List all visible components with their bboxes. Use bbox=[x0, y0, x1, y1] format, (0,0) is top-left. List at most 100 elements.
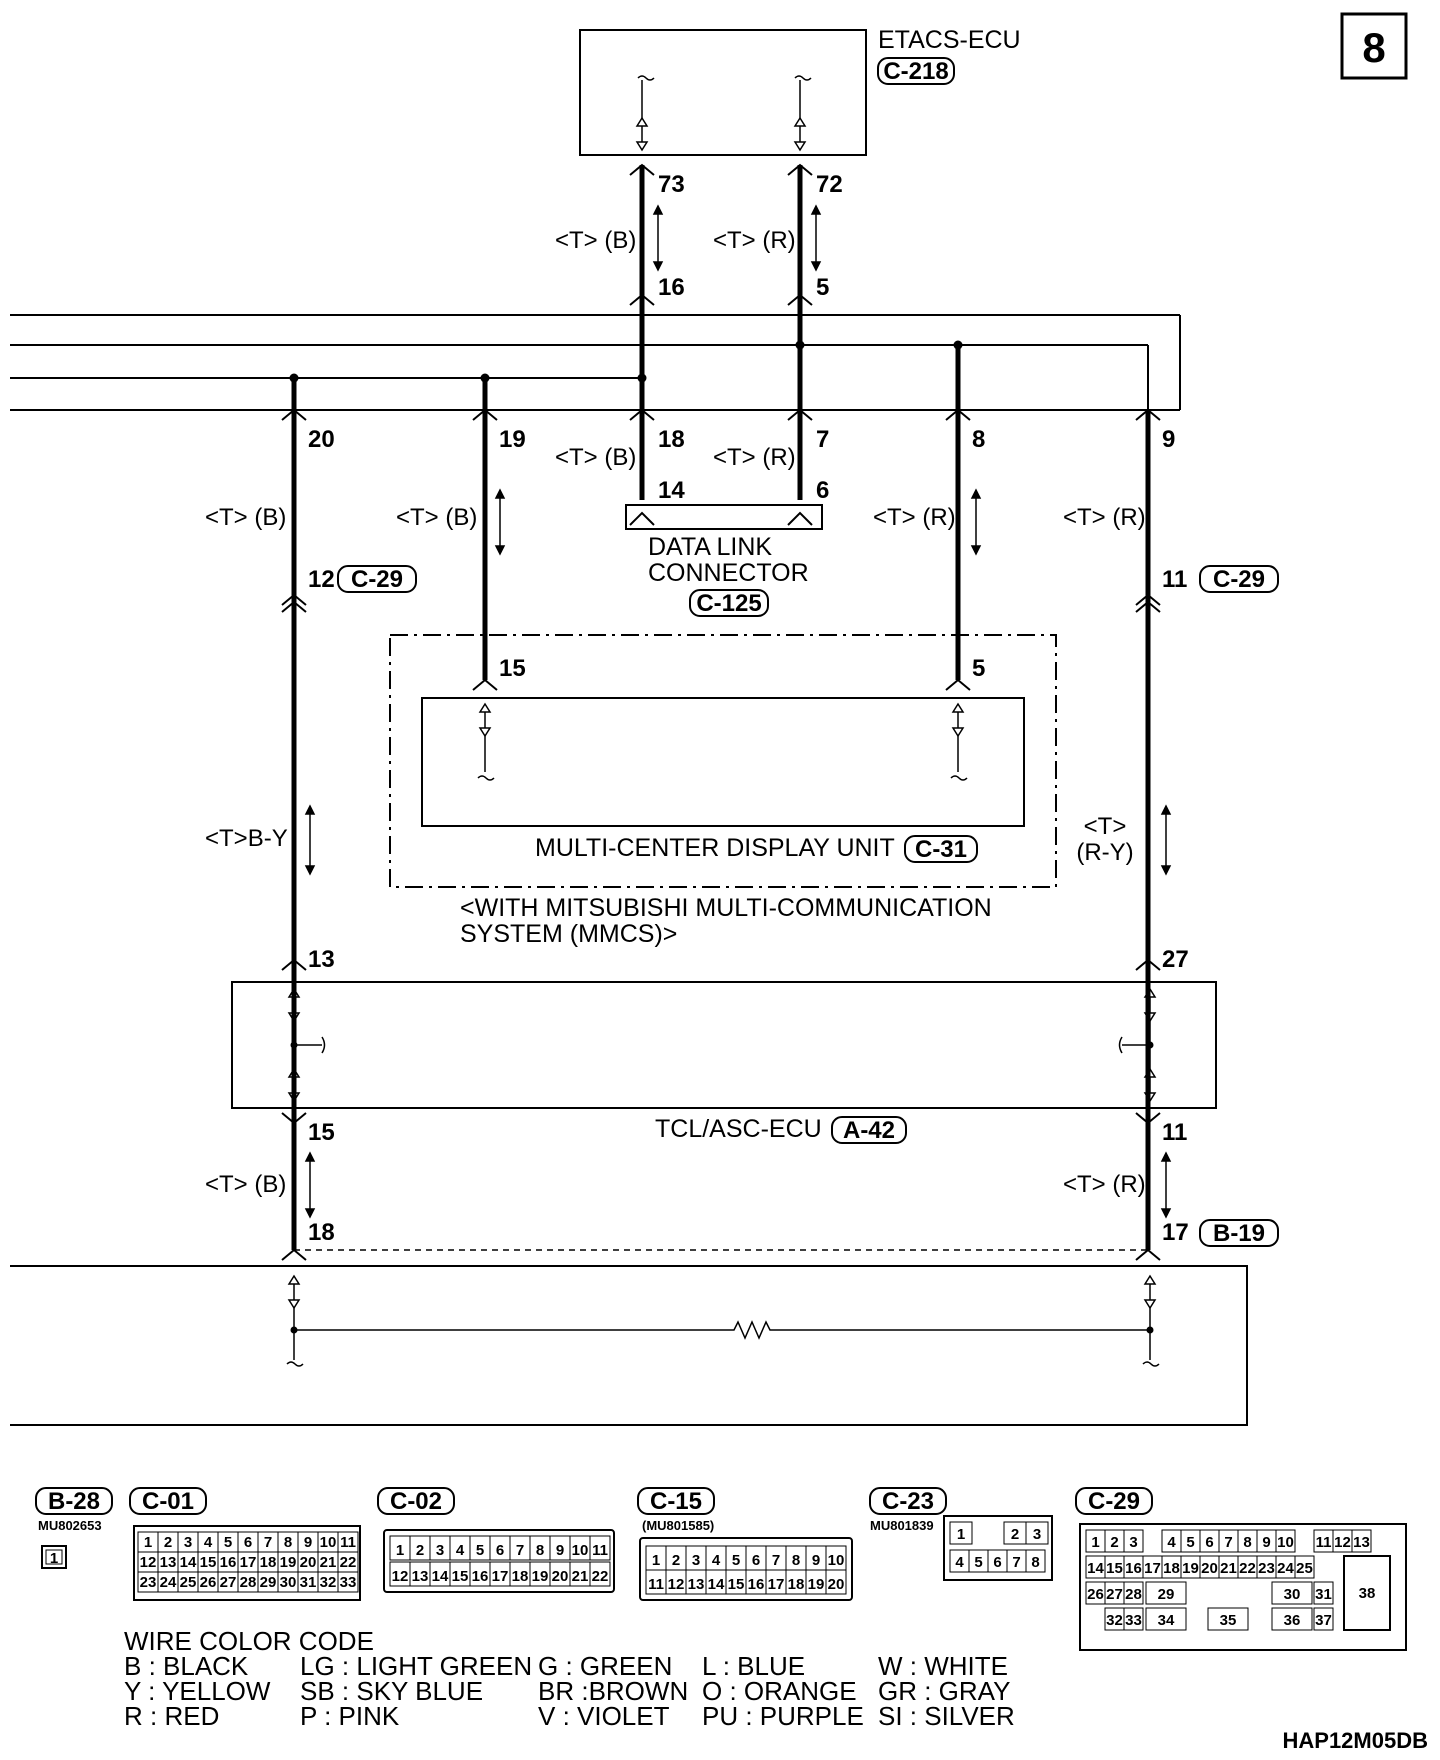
connector-b28: B-28 MU802653 1 bbox=[35, 1487, 113, 1569]
c01-pin-20: 20 bbox=[300, 1554, 317, 1571]
diagram-code: HAP12M05DB bbox=[1283, 1728, 1429, 1753]
svg-text:(MU801585): (MU801585) bbox=[642, 1518, 714, 1533]
c23-pin-3: 3 bbox=[1033, 1526, 1041, 1543]
c01-pin-24: 24 bbox=[160, 1574, 177, 1591]
c15-pin-20: 20 bbox=[828, 1576, 845, 1593]
c01-pin-32: 32 bbox=[320, 1574, 337, 1591]
direction-arrows bbox=[304, 204, 1172, 1219]
tcl-label: TCL/ASC-ECU bbox=[655, 1115, 822, 1143]
c15-pin-19: 19 bbox=[808, 1576, 825, 1593]
c01-pin-27: 27 bbox=[220, 1574, 237, 1591]
c02-pin-15: 15 bbox=[452, 1568, 469, 1585]
c02-pin-12: 12 bbox=[392, 1568, 409, 1585]
c01-pin-14: 14 bbox=[180, 1554, 197, 1571]
c01-pin-9: 9 bbox=[304, 1534, 312, 1551]
pin-tcl-15: 15 bbox=[308, 1119, 335, 1146]
c15-pin-4: 4 bbox=[712, 1552, 721, 1569]
svg-text:C-15: C-15 bbox=[650, 1488, 702, 1515]
legend-entry: P : PINK bbox=[300, 1701, 400, 1731]
c02-pin-16: 16 bbox=[472, 1568, 489, 1585]
pin-tcl-11: 11 bbox=[1162, 1119, 1187, 1146]
wire-color-tr-1: <T> (R) bbox=[713, 227, 796, 254]
c01-pin-12: 12 bbox=[140, 1554, 157, 1571]
tcl-connector-tag: A-42 bbox=[843, 1117, 895, 1144]
c01-pin-18: 18 bbox=[260, 1554, 277, 1571]
pin-7: 7 bbox=[816, 426, 829, 453]
terminating-resistor-icon bbox=[294, 1320, 1150, 1340]
c29-pin-24: 24 bbox=[1277, 1560, 1294, 1577]
mcdu-label: MULTI-CENTER DISPLAY UNIT bbox=[535, 834, 895, 862]
inline-connector-tags: C-29 C-29 B-19 bbox=[337, 565, 1279, 1247]
wire-color-tb-5: <T> (B) bbox=[205, 1171, 286, 1198]
c01-pin-33: 33 bbox=[340, 1574, 357, 1591]
etacs-connector-tag: C-218 bbox=[883, 58, 948, 85]
c29-pin-17: 17 bbox=[1144, 1560, 1161, 1577]
c01-pin-13: 13 bbox=[160, 1554, 177, 1571]
svg-text:MU802653: MU802653 bbox=[38, 1518, 102, 1533]
legend-entry: SI : SILVER bbox=[878, 1701, 1015, 1731]
legend-entry: BR :BROWN bbox=[538, 1676, 688, 1706]
c29-pin-10: 10 bbox=[1277, 1534, 1294, 1551]
c29-pin-31: 31 bbox=[1315, 1586, 1332, 1603]
pin-b19-18: 18 bbox=[308, 1219, 335, 1246]
c15-pin-12: 12 bbox=[668, 1576, 685, 1593]
bus-wiring bbox=[10, 163, 1181, 1261]
wire-color-tr-3: <T> (R) bbox=[873, 504, 956, 531]
c29-pin-6: 6 bbox=[1205, 1534, 1213, 1551]
c29-pin-32: 32 bbox=[1106, 1612, 1123, 1629]
etacs-ecu: ETACS-ECU C-218 bbox=[579, 26, 1021, 156]
page-number: 8 bbox=[1362, 24, 1385, 71]
c29-pin-25: 25 bbox=[1296, 1560, 1313, 1577]
b19-tag: B-19 bbox=[1213, 1220, 1265, 1247]
c01-pin-1: 1 bbox=[144, 1534, 152, 1551]
c23-pin-6: 6 bbox=[993, 1554, 1001, 1571]
c23-pin-7: 7 bbox=[1012, 1554, 1020, 1571]
c01-pin-4: 4 bbox=[204, 1534, 213, 1551]
c29-pin-11: 11 bbox=[1316, 1534, 1332, 1551]
pin-etacs-73: 73 bbox=[658, 171, 685, 198]
pin-junction-5: 5 bbox=[816, 274, 829, 301]
c29-pin-30: 30 bbox=[1284, 1586, 1301, 1603]
multi-center-display-unit: MULTI-CENTER DISPLAY UNIT C-31 <WITH MIT… bbox=[389, 634, 1057, 948]
mcdu-connector-tag: C-31 bbox=[915, 836, 967, 863]
pin-dlc-6: 6 bbox=[816, 477, 829, 504]
c01-pin-25: 25 bbox=[180, 1574, 197, 1591]
c01-pin-31: 31 bbox=[300, 1574, 317, 1591]
c29-tag-right: C-29 bbox=[1213, 566, 1265, 593]
c23-pin-8: 8 bbox=[1031, 1554, 1039, 1571]
c01-pin-28: 28 bbox=[240, 1574, 257, 1591]
c29-pin-37: 37 bbox=[1315, 1612, 1332, 1629]
legend-entry: Y : YELLOW bbox=[124, 1676, 271, 1706]
c29-pin-33: 33 bbox=[1125, 1612, 1142, 1629]
c02-pin-13: 13 bbox=[412, 1568, 429, 1585]
c01-pin-7: 7 bbox=[264, 1534, 272, 1551]
pin-9: 9 bbox=[1162, 426, 1175, 453]
c29-pin-3: 3 bbox=[1129, 1534, 1137, 1551]
c02-pin-9: 9 bbox=[556, 1542, 564, 1559]
pin-b19-17: 17 bbox=[1162, 1219, 1189, 1246]
c15-pin-6: 6 bbox=[752, 1552, 760, 1569]
c29-tag-left: C-29 bbox=[351, 566, 403, 593]
c02-pin-19: 19 bbox=[532, 1568, 549, 1585]
c02-pin-18: 18 bbox=[512, 1568, 529, 1585]
c29-pin-36: 36 bbox=[1284, 1612, 1301, 1629]
wire-color-labels: <T> (B) <T> (R) <T> (B) <T> (R) <T> (B) … bbox=[205, 227, 1146, 1198]
wire-color-tr-2: <T> (R) bbox=[713, 444, 796, 471]
c02-pin-2: 2 bbox=[416, 1542, 424, 1559]
c01-pin-23: 23 bbox=[140, 1574, 157, 1591]
c01-pin-26: 26 bbox=[200, 1574, 217, 1591]
c15-pin-16: 16 bbox=[748, 1576, 765, 1593]
c01-pin-19: 19 bbox=[280, 1554, 297, 1571]
c01-pin-5: 5 bbox=[224, 1534, 232, 1551]
bottom-unit bbox=[10, 1249, 1248, 1426]
c29-pin-14: 14 bbox=[1087, 1560, 1104, 1577]
svg-text:B-28: B-28 bbox=[48, 1488, 100, 1515]
c29-pin-20: 20 bbox=[1201, 1560, 1218, 1577]
svg-text:38: 38 bbox=[1359, 1585, 1376, 1602]
c29-pin-35: 35 bbox=[1220, 1612, 1237, 1629]
c15-pin-9: 9 bbox=[812, 1552, 820, 1569]
c29-pin-1: 1 bbox=[1091, 1534, 1099, 1551]
